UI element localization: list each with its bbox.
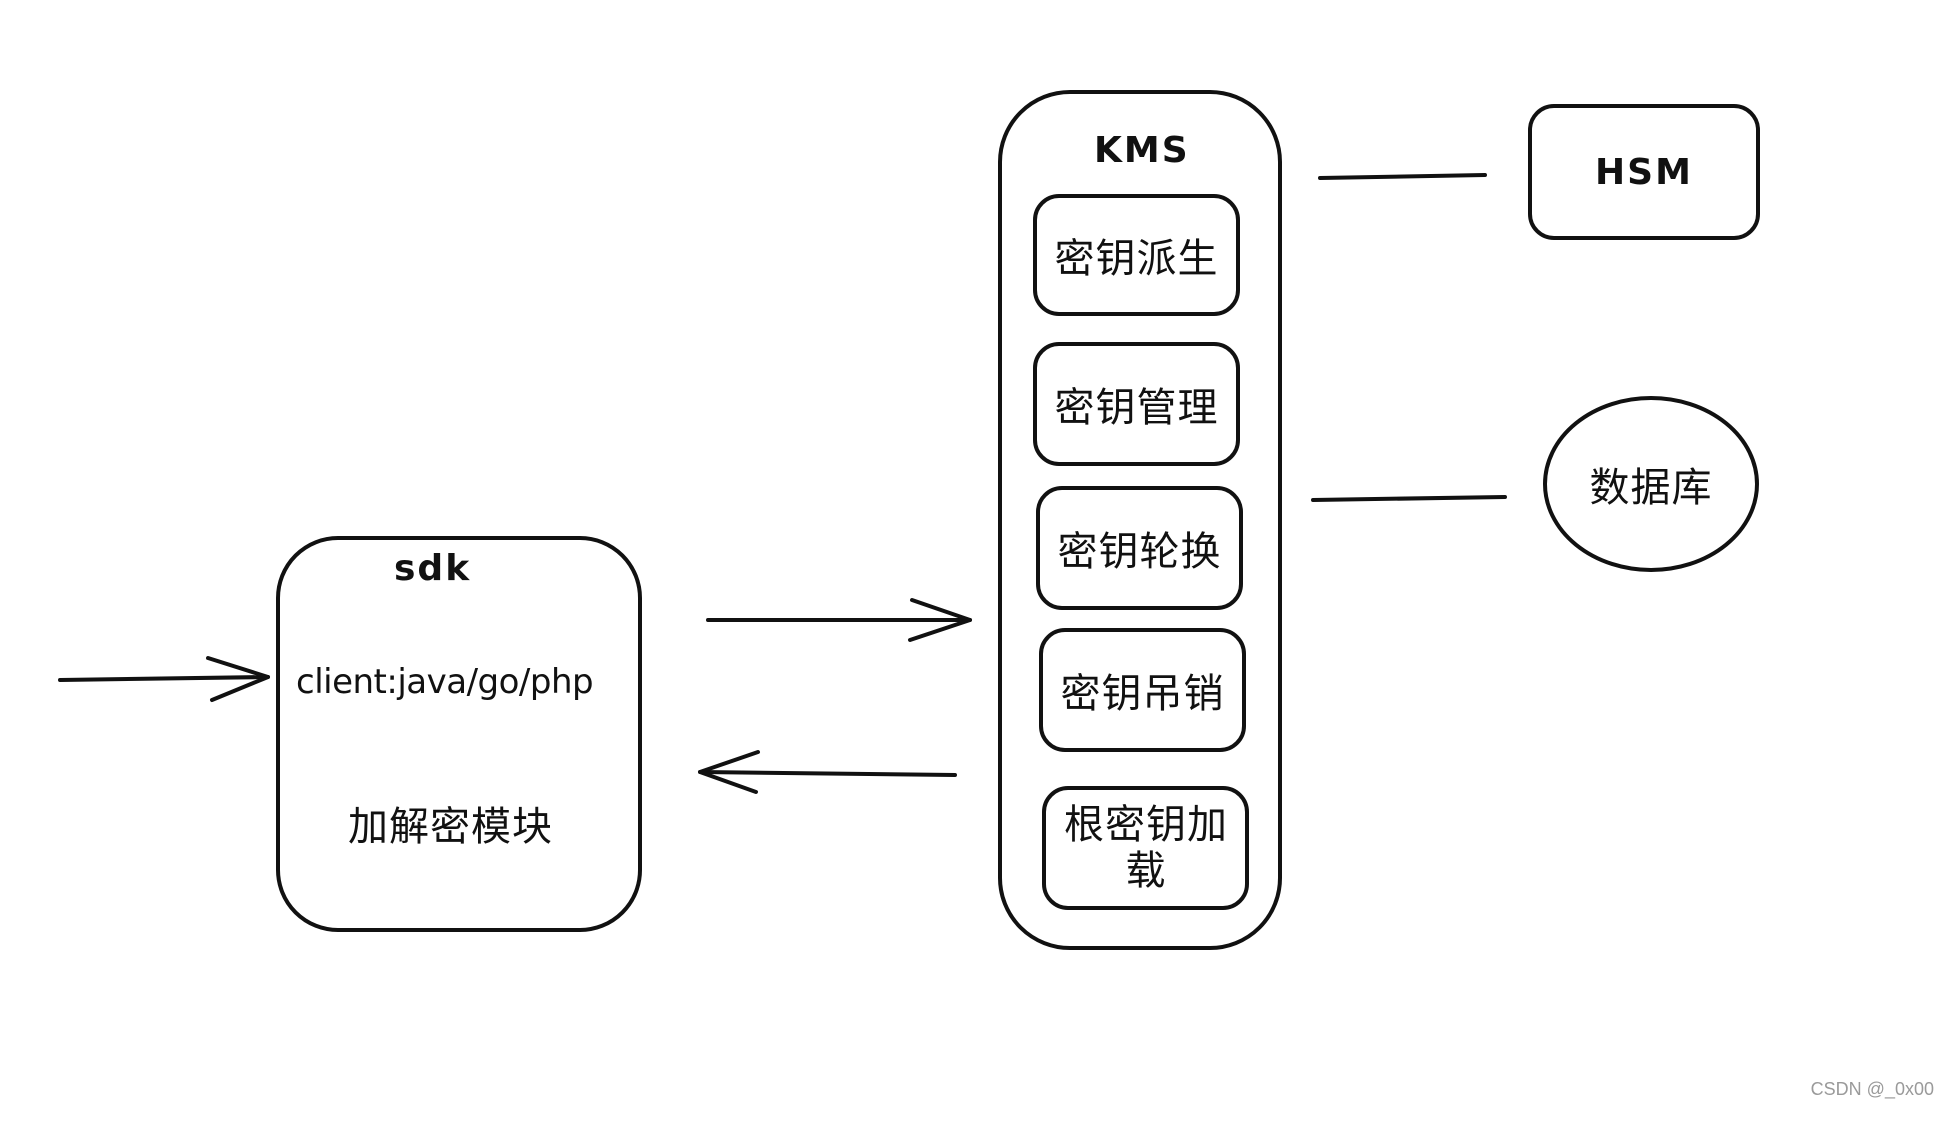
- kms-hsm-connector: [1318, 173, 1487, 180]
- kms-item-manage: 密钥管理: [1054, 385, 1219, 431]
- watermark: CSDN @_0x00: [1810, 1079, 1934, 1099]
- request-arrow-head: [908, 598, 972, 642]
- kms-item-rotate: 密钥轮换: [1057, 529, 1222, 575]
- kms-item-box-manage: [1033, 342, 1240, 466]
- kms-item-box-rotate: [1036, 486, 1243, 610]
- kms-item-box-derive: [1033, 194, 1240, 316]
- sdk-module-label: 加解密模块: [348, 804, 553, 850]
- hsm-box-outline: [1528, 104, 1760, 240]
- sdk-box-outline: [276, 536, 642, 932]
- sdk-client-label: client:java/go/php: [296, 662, 594, 702]
- response-arrow-shaft: [698, 770, 957, 777]
- kms-item-derive: 密钥派生: [1054, 236, 1219, 282]
- database-label: 数据库: [1589, 465, 1713, 511]
- kms-item-revoke: 密钥吊销: [1060, 671, 1225, 717]
- kms-title: KMS: [1094, 130, 1190, 171]
- kms-box-outline: [998, 90, 1282, 950]
- sdk-title: sdk: [394, 548, 472, 589]
- kms-database-connector: [1311, 495, 1507, 502]
- kms-item-box-root-load: [1042, 786, 1249, 910]
- input-arrow-head: [206, 656, 270, 702]
- kms-item-box-revoke: [1039, 628, 1246, 752]
- response-arrow-head: [698, 750, 760, 794]
- kms-item-root-load: 根密钥加载: [1064, 802, 1228, 894]
- database-circle: [1543, 396, 1759, 572]
- input-arrow-shaft: [58, 675, 270, 682]
- hsm-label: HSM: [1595, 151, 1693, 193]
